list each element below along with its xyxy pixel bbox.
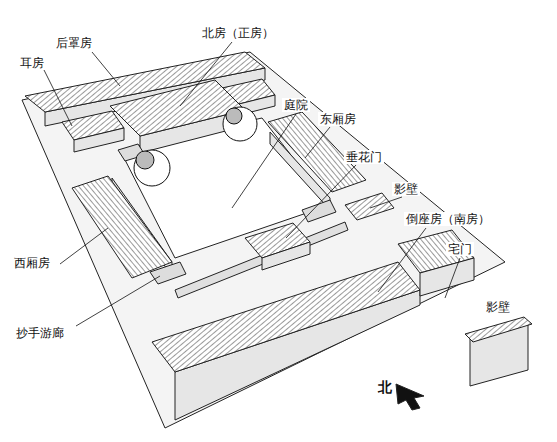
compound-ground (22, 52, 505, 428)
part-label: 后罩房 (54, 36, 94, 50)
leader-line (305, 127, 330, 158)
tree (134, 150, 170, 186)
part-label: 抄手游廊 (14, 326, 66, 340)
main-gate-wall (420, 258, 474, 296)
leader-line (76, 276, 160, 326)
part-label: 西厢房 (12, 256, 52, 270)
part-label: 北房（正房） (200, 26, 276, 40)
leader-line (180, 42, 232, 106)
leader-line (378, 228, 426, 292)
part-label: 宅门 (446, 242, 474, 256)
leader-line (286, 165, 356, 238)
leader-line (92, 52, 120, 86)
ear-room-west-wall (74, 128, 124, 152)
part-label: 垂花门 (344, 150, 384, 164)
part-label: 东厢房 (318, 112, 358, 126)
leader-line (44, 70, 72, 126)
part-label: 庭院 (282, 98, 310, 112)
north-arrow (396, 384, 424, 410)
leader-line (60, 228, 108, 264)
flower-gate-wall (262, 242, 310, 270)
tree (136, 151, 154, 169)
screen-wall-inner (345, 193, 394, 220)
compass-label: 北 (376, 380, 394, 394)
south-row-roof (152, 262, 420, 372)
part-label: 耳房 (18, 56, 46, 70)
tree (223, 107, 257, 141)
leader-line (445, 258, 460, 298)
screen-wall-outer-cap (465, 317, 532, 342)
west-wing-roof (72, 176, 172, 278)
part-label: 影壁 (484, 300, 512, 314)
part-label: 倒座房（南房） (404, 212, 492, 226)
tree (226, 108, 242, 124)
leader-line (232, 114, 296, 208)
corridor (150, 262, 186, 284)
part-label: 影壁 (392, 182, 420, 196)
leader-line (370, 197, 402, 208)
